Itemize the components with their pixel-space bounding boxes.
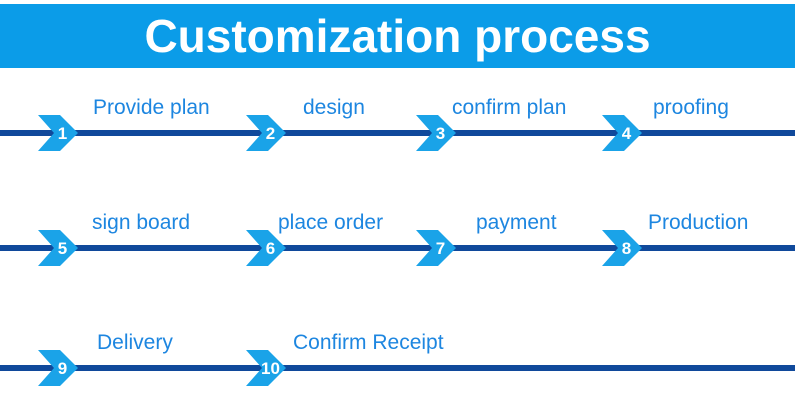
step-label: place order <box>278 211 384 234</box>
process-baseline <box>0 130 795 136</box>
process-baseline <box>0 365 795 371</box>
process-baseline <box>0 245 795 251</box>
step-label: Provide plan <box>93 96 210 119</box>
step-label: Production <box>648 211 749 234</box>
step-label: sign board <box>92 211 191 234</box>
page-title: Customization process <box>144 10 651 62</box>
step-label: payment <box>476 211 557 234</box>
step-label: design <box>303 96 365 119</box>
step-label: Delivery <box>97 331 173 354</box>
step-label: Confirm Receipt <box>293 331 444 354</box>
step-label: confirm plan <box>452 96 567 119</box>
step-label: proofing <box>653 96 729 119</box>
page-header-banner: Customization process <box>0 4 795 68</box>
